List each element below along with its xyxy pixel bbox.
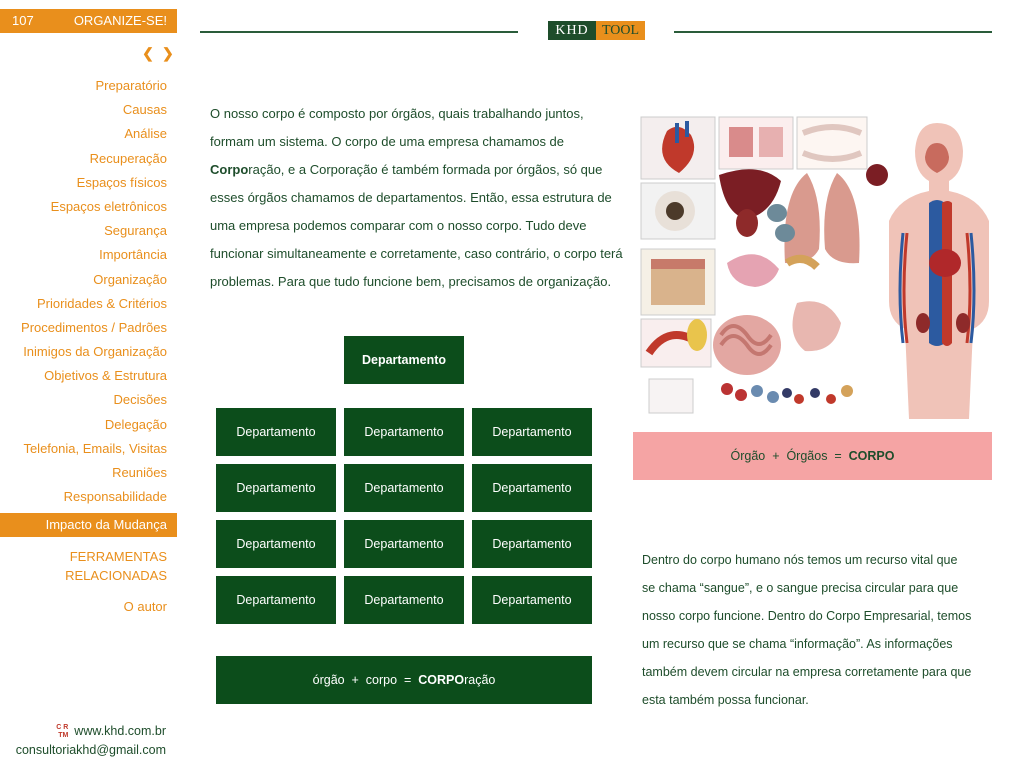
email-link[interactable]: consultoriakhd@gmail.com — [15, 743, 166, 757]
body-formula: Órgão + Órgãos = CORPO — [633, 432, 992, 480]
nav-item-analise[interactable]: Análise — [124, 126, 167, 142]
nav-item-ferramentas[interactable]: FERRAMENTAS RELACIONADAS — [0, 547, 177, 585]
nav-item-seguranca[interactable]: Segurança — [104, 223, 167, 239]
company-formula-bold: CORPO — [418, 673, 465, 687]
department-box: Departamento — [216, 520, 336, 568]
nav-item-recuperacao[interactable]: Recuperação — [89, 150, 167, 166]
logo-tool: TOOL — [596, 21, 645, 40]
nav-item-preparatorio[interactable]: Preparatório — [95, 78, 167, 93]
nav-item-telefonia[interactable]: Telefonia, Emails, Visitas — [23, 440, 167, 456]
human-organs-illustration — [637, 113, 993, 421]
department-box: Departamento — [344, 464, 464, 512]
nav-item-decisoes[interactable]: Decisões — [113, 392, 167, 408]
company-formula-suffix: ração — [464, 673, 496, 687]
page-number: 107 — [12, 13, 34, 28]
blood-line: nosso corpo funcione. Dentro do Corpo Em… — [642, 609, 972, 623]
nav-item-responsabilidade[interactable]: Responsabilidade — [63, 489, 167, 505]
blood-line: também devem circular na empresa correta… — [642, 665, 972, 679]
intro-line: funcionar simultaneamente e corretamente… — [210, 246, 623, 261]
blood-line: um recurso que se chama “informação”. As… — [642, 637, 953, 651]
nav-item-organizacao[interactable]: Organização — [93, 271, 167, 287]
logo-khd: KHD — [548, 21, 596, 40]
khd-tool-logo: KHD TOOL — [548, 21, 645, 40]
website-link[interactable]: www.khd.com.br — [74, 724, 166, 738]
intro-line: esses órgãos chamamos de departamentos. … — [210, 190, 612, 205]
nav-item-delegacao[interactable]: Delegação — [104, 416, 167, 432]
copyright-mark-icon: C R TM — [56, 724, 68, 740]
department-box: Departamento — [344, 576, 464, 624]
intro-line: uma empresa podemos comparar com o nosso… — [210, 218, 587, 233]
blood-line: se chama “sangue”, e o sangue precisa ci… — [642, 581, 959, 595]
department-box: Departamento — [216, 464, 336, 512]
footer-contact: C R TM www.khd.com.br consultoriakhd@gma… — [0, 722, 166, 760]
intro-paragraph: O nosso corpo é composto por órgãos, qua… — [210, 100, 630, 296]
department-box: Departamento — [216, 576, 336, 624]
blood-paragraph: Dentro do corpo humano nós temos um recu… — [642, 546, 1002, 714]
prev-arrow-icon[interactable]: ❮ — [142, 45, 154, 61]
copyright-mark-bottom: TM — [58, 731, 69, 739]
intro-line: formam um sistema. O corpo de uma empres… — [210, 134, 565, 149]
department-box: Departamento — [344, 520, 464, 568]
header-rule-left — [200, 31, 518, 33]
intro-line: O nosso corpo é composto por órgãos, qua… — [210, 106, 584, 121]
nav-item-procedimentos[interactable]: Procedimentos / Padrões — [21, 319, 167, 335]
nav-tools-line1: FERRAMENTAS — [69, 549, 167, 565]
page-arrows: ❮ ❯ — [140, 45, 176, 62]
nav-item-inimigos[interactable]: Inimigos da Organização — [23, 344, 167, 360]
nav-item-espacos-eletronicos[interactable]: Espaços eletrônicos — [50, 198, 167, 214]
body-formula-bold: CORPO — [848, 449, 895, 463]
department-box: Departamento — [216, 408, 336, 456]
nav-item-espacos-fisicos[interactable]: Espaços físicos — [76, 174, 167, 190]
nav-item-autor[interactable]: O autor — [123, 599, 167, 615]
intro-line3-rest: ração, e a Corporação é também formada p… — [248, 162, 603, 177]
company-formula-text: órgão + corpo = — [312, 673, 419, 687]
department-box: Departamento — [344, 408, 464, 456]
intro-line: problemas. Para que tudo funcione bem, p… — [210, 274, 612, 289]
nav-item-causas[interactable]: Causas — [122, 102, 167, 118]
nav-item-importancia[interactable]: Importância — [99, 247, 167, 263]
nav-tools-line2: RELACIONADAS — [65, 568, 167, 584]
blood-line: esta também possa funcionar. — [642, 693, 809, 707]
section-title: ORGANIZE-SE! — [73, 13, 167, 28]
copyright-mark-top: C R — [56, 723, 69, 731]
department-box: Departamento — [472, 520, 592, 568]
nav-item-impacto-mudanca[interactable]: Impacto da Mudança — [0, 513, 177, 538]
department-top: Departamento — [344, 336, 464, 384]
nav-item-reunioes[interactable]: Reuniões — [112, 465, 167, 480]
blood-line: Dentro do corpo humano nós temos um recu… — [642, 553, 958, 567]
nav-item-objetivos[interactable]: Objetivos & Estrutura — [44, 368, 167, 384]
header-rule-right — [674, 31, 992, 33]
body-formula-text: Órgão + Órgãos = — [730, 449, 849, 463]
sidebar-nav: Preparatório Causas Análise Recuperação … — [0, 74, 177, 616]
intro-line: Corporação, e a Corporação é também form… — [210, 156, 630, 184]
intro-bold-corpo: Corpo — [210, 162, 249, 177]
section-header: 107 ORGANIZE-SE! — [0, 9, 177, 33]
next-arrow-icon[interactable]: ❯ — [162, 45, 174, 61]
nav-item-prioridades[interactable]: Prioridades & Critérios — [36, 295, 167, 311]
department-box: Departamento — [472, 464, 592, 512]
department-box: Departamento — [472, 576, 592, 624]
department-box: Departamento — [472, 408, 592, 456]
